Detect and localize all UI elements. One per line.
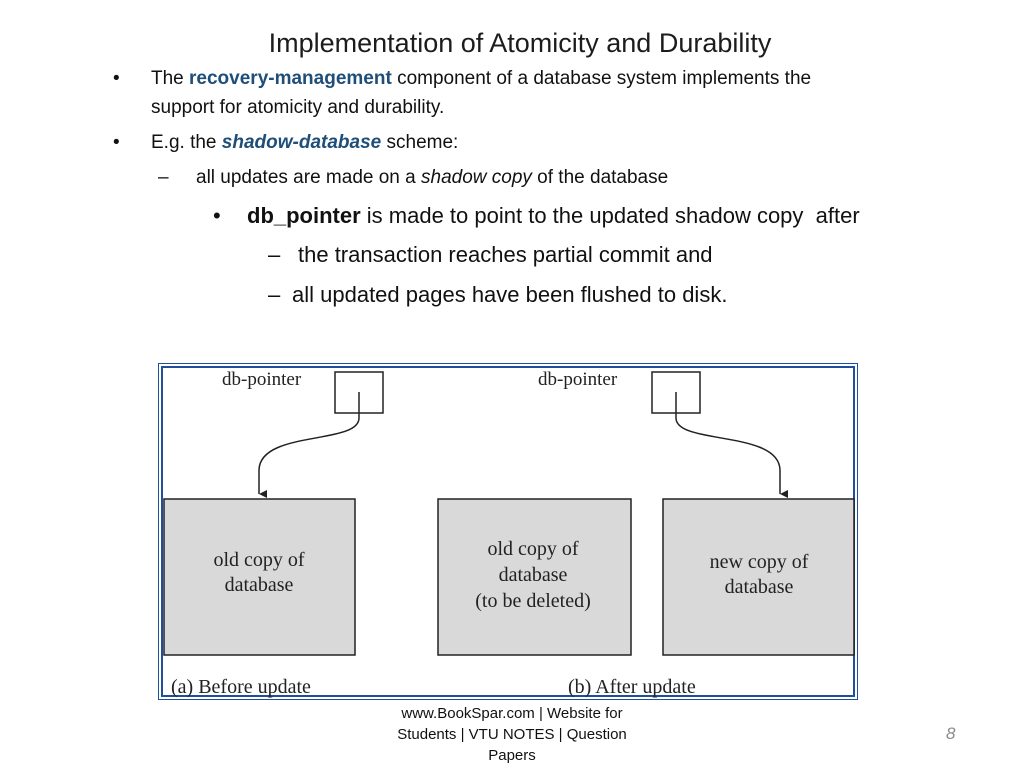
bullet-2-text: E.g. the shadow-database scheme: (151, 132, 458, 154)
bullet-3-post: of the database (531, 167, 669, 188)
bullet-1-pre: The (151, 68, 190, 89)
bullet-4: • (213, 203, 221, 229)
new-copy-b-line1: new copy of (710, 551, 809, 573)
db-pointer-label-b: db-pointer (538, 369, 618, 390)
footer-text: www.BookSpar.com | Website for Students … (356, 703, 668, 766)
bullet-6-text: all updated pages have been flushed to d… (292, 282, 728, 307)
bullet-6-marker: – (268, 282, 281, 307)
new-copy-b-line2: database (725, 576, 794, 598)
bullet-1-text: The recovery-management component of a d… (151, 68, 811, 90)
new-copy-box-b (662, 498, 855, 656)
bullet-2-pre: E.g. the (151, 132, 222, 153)
bullet-3-pre: all updates are made on a (196, 167, 421, 188)
bullet-2: • (113, 132, 120, 154)
bullet-1-term: recovery-management (189, 68, 392, 89)
bullet-5-text: the transaction reaches partial commit a… (298, 242, 713, 267)
bullet-1-line2: support for atomicity and durability. (151, 97, 445, 118)
old-copy-b-line1: old copy of (487, 538, 578, 560)
bullet-5: – (268, 242, 280, 268)
slide-title: Implementation of Atomicity and Durabili… (268, 28, 772, 58)
bullet-6: – (268, 282, 280, 308)
bullet-3-term: shadow copy (421, 167, 532, 188)
bullet-4-marker: • (213, 203, 221, 228)
footer-line-3: Papers (488, 747, 536, 764)
bullet-2-post: scheme: (381, 132, 459, 153)
bullet-2-marker: • (113, 132, 120, 153)
old-copy-b-line2: database (499, 564, 568, 586)
footer-line-1[interactable]: www.BookSpar.com | Website for (401, 705, 623, 722)
pointer-arrow-b (675, 392, 788, 498)
bullet-1-post: component of a database system implement… (391, 68, 812, 89)
old-copy-box-a (163, 498, 356, 656)
old-copy-box-b (437, 498, 632, 656)
page-number: 8 (946, 724, 956, 743)
bullet-2-term: shadow-database (221, 132, 382, 153)
old-copy-a-line1: old copy of (213, 549, 304, 571)
figure-outer-frame (158, 363, 858, 700)
bullet-3: – (158, 167, 169, 189)
pointer-arrow-a (258, 392, 360, 498)
caption-before-update: (a) Before update (171, 676, 311, 698)
bullet-4-term: db_pointer (247, 203, 361, 228)
footer-line-2: Students | VTU NOTES | Question (397, 726, 627, 743)
old-copy-b-line3: (to be deleted) (475, 590, 591, 612)
bullet-5-marker: – (268, 242, 281, 267)
old-copy-a-line2: database (225, 574, 294, 596)
bullet-3-marker: – (158, 167, 169, 188)
bullet-3-text: all updates are made on a shadow copy of… (196, 167, 668, 189)
bullet-1-marker: • (113, 68, 120, 89)
bullet-4-post: is made to point to the updated shadow c… (360, 203, 860, 228)
db-pointer-label-a: db-pointer (222, 369, 302, 390)
bullet-4-text: db_pointer is made to point to the updat… (247, 203, 860, 229)
bullet-1: • (113, 68, 120, 90)
caption-after-update: (b) After update (568, 676, 696, 698)
